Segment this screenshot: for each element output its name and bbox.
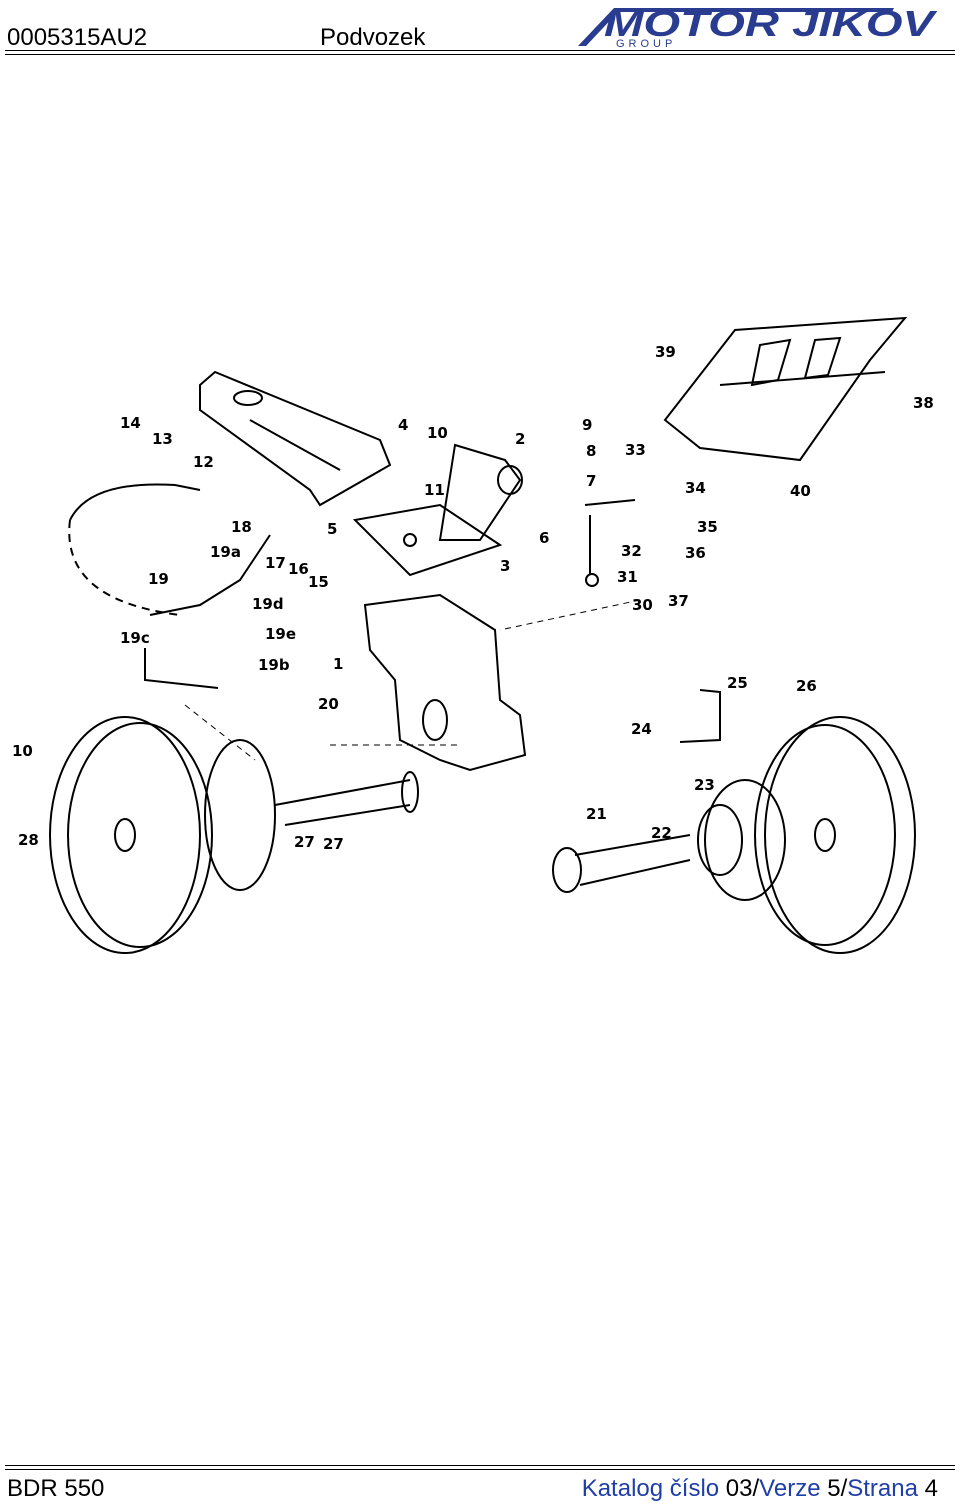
callout-36: 36: [685, 544, 706, 562]
callout-24: 24: [631, 720, 652, 738]
page-title: Podvozek: [320, 24, 426, 51]
separator: /: [752, 1475, 760, 1502]
callout-38: 38: [913, 394, 934, 412]
callout-13: 13: [152, 430, 173, 448]
callout-32: 32: [621, 542, 642, 560]
callout-19: 19: [148, 570, 169, 588]
callout-37: 37: [668, 592, 689, 610]
callout-1: 1: [333, 655, 343, 673]
header-divider: [5, 50, 955, 51]
footer-divider-secondary: [5, 1469, 955, 1470]
callout-39: 39: [655, 343, 676, 361]
catalog-info: Katalog číslo 03/Verze 5/Strana 4: [582, 1475, 938, 1503]
callout-10: 10: [427, 424, 448, 442]
callout-35: 35: [697, 518, 718, 536]
callout-5: 5: [327, 520, 337, 538]
callout-30: 30: [632, 596, 653, 614]
model-name: BDR 550: [7, 1475, 105, 1502]
callout-14: 14: [120, 414, 141, 432]
page-number: 4: [924, 1475, 938, 1502]
callout-7: 7: [586, 472, 596, 490]
callout-19a: 19a: [210, 543, 241, 561]
logo-subtitle: GROUP: [616, 38, 676, 48]
callout-19c: 19c: [120, 629, 150, 647]
page-footer: BDR 550 Katalog číslo 03/Verze 5/Strana …: [0, 1465, 960, 1508]
page-header: 0005315AU2 Podvozek MOTOR JIKOV GROUP: [0, 0, 960, 56]
separator: /: [840, 1475, 848, 1502]
exploded-parts-diagram: 14 13 12 4 10 2 9 8 7 11 18 5 6 19a 17 1…: [12, 316, 934, 954]
diagram-callouts: 14 13 12 4 10 2 9 8 7 11 18 5 6 19a 17 1…: [12, 343, 934, 853]
callout-34: 34: [685, 479, 706, 497]
callout-2: 2: [515, 430, 525, 448]
callout-26: 26: [796, 677, 817, 695]
motor-jikov-logo: MOTOR JIKOV GROUP: [578, 3, 938, 48]
callout-12: 12: [193, 453, 214, 471]
callout-25: 25: [727, 674, 748, 692]
callout-4: 4: [398, 416, 408, 434]
callout-28: 27: [294, 833, 315, 851]
document-code: 0005315AU2: [7, 24, 148, 51]
footer-divider: [5, 1465, 955, 1466]
version-number: 5: [827, 1475, 841, 1502]
callout-17: 17: [265, 554, 286, 572]
catalog-number: 03: [725, 1475, 753, 1502]
page-label: Strana: [847, 1475, 918, 1502]
callout-16: 16: [288, 560, 309, 578]
callout-15: 15: [308, 573, 329, 591]
callout-19b: 19b: [258, 656, 290, 674]
callout-40: 40: [790, 482, 811, 500]
callout-29: 28: [18, 831, 39, 849]
callout-22: 22: [651, 824, 672, 842]
callout-3: 3: [500, 557, 510, 575]
catalog-label: Katalog číslo: [581, 1475, 720, 1502]
callout-19e: 19e: [265, 625, 296, 643]
callout-11: 11: [424, 481, 445, 499]
callout-23: 23: [694, 776, 715, 794]
logo-wordmark: MOTOR JIKOV: [604, 3, 938, 44]
callout-9: 9: [582, 416, 592, 434]
callout-6: 6: [539, 529, 549, 547]
callout-33: 33: [625, 441, 646, 459]
callout-21: 21: [586, 805, 607, 823]
header-divider-secondary: [5, 54, 955, 55]
callout-8: 8: [586, 442, 596, 460]
callout-27: 27: [323, 835, 344, 853]
version-label: Verze: [759, 1475, 821, 1502]
callout-18: 18: [231, 518, 252, 536]
callout-10-wheel: 10: [12, 742, 33, 760]
callout-20: 20: [318, 695, 339, 713]
callout-19d: 19d: [252, 595, 284, 613]
callout-31: 31: [617, 568, 638, 586]
